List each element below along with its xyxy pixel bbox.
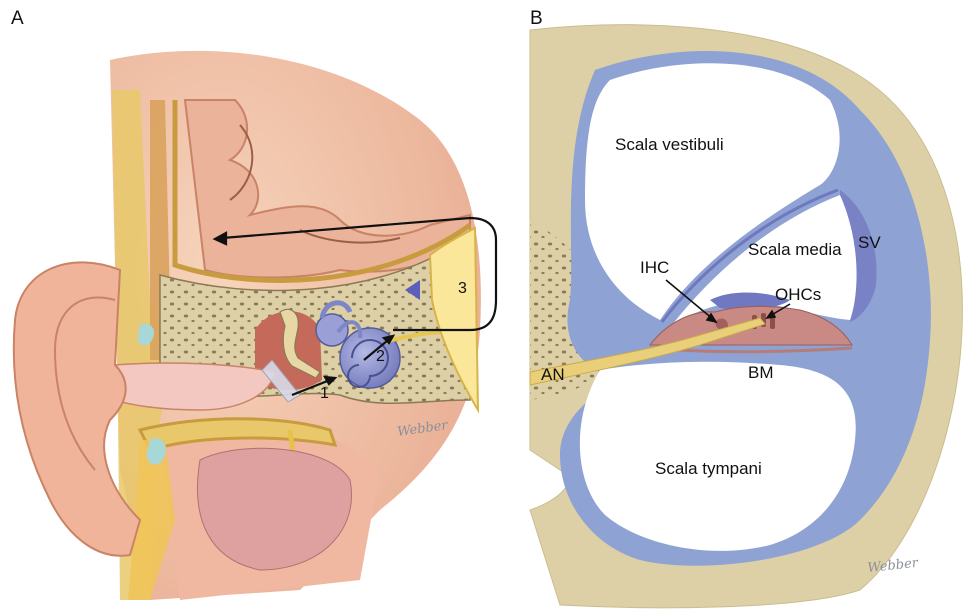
panel-b-letter: B (530, 8, 543, 29)
label-ihc: IHC (640, 258, 669, 277)
step-1-label: 1 (320, 385, 329, 402)
label-scala-media: Scala media (748, 240, 842, 259)
label-scala-tympani: Scala tympani (655, 459, 762, 478)
label-scala-vestibuli: Scala vestibuli (615, 135, 724, 154)
panel-a-letter: A (11, 8, 24, 29)
label-bm: BM (748, 363, 774, 382)
label-sv: SV (858, 233, 881, 252)
panel-b: B Scala vestibuli Scala (530, 8, 962, 608)
step-2-label: 2 (376, 348, 385, 365)
label-ohcs: OHCs (775, 285, 821, 304)
step-3-label: 3 (458, 280, 467, 297)
panel-a: A (11, 8, 496, 600)
label-an: AN (541, 365, 565, 384)
